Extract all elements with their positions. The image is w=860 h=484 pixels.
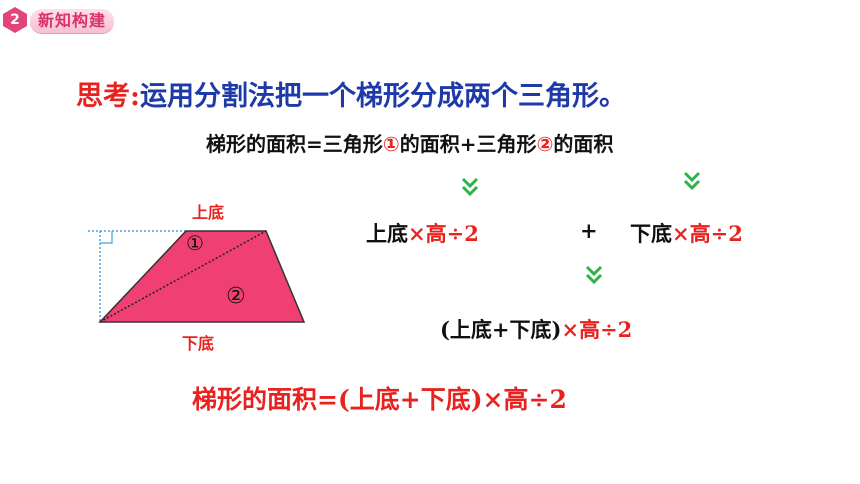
formula-part2: 的面积+三角形 (399, 132, 537, 156)
base-sum-term: (上底+下底) (440, 317, 562, 342)
divide-two: ÷2 (710, 221, 743, 246)
triangle-1-label: ① (186, 231, 204, 255)
times-sign: × (672, 221, 690, 246)
height-term: 高 (689, 221, 711, 246)
section-title: 新知构建 (30, 9, 115, 33)
height-term: 高 (425, 221, 447, 246)
think-prompt: 思考:运用分割法把一个梯形分成两个三角形。 (76, 74, 626, 113)
right-angle-marker (100, 231, 113, 244)
top-base-term: 上底 (366, 221, 408, 246)
down-arrow-icon (682, 170, 702, 192)
divide-two: ÷2 (446, 221, 479, 246)
triangle-2-marker: ② (536, 132, 554, 156)
triangle-2-label: ② (226, 284, 246, 309)
triangle-1-area-expr: 上底×高÷2 (366, 218, 479, 248)
diagonal-line (99, 230, 267, 323)
formula-part3: 的面积 (553, 132, 614, 156)
triangle-2-area-expr: 下底×高÷2 (630, 218, 743, 248)
combined-area-expr: (上底+下底)×高÷2 (440, 314, 632, 344)
trapezoid-shape (98, 230, 306, 323)
hexagon-icon (3, 7, 27, 33)
down-arrow-icon (460, 176, 480, 198)
area-sum-formula: 梯形的面积=三角形①的面积+三角形②的面积 (206, 128, 613, 157)
final-trapezoid-formula: 梯形的面积=(上底+下底)×高÷2 (192, 385, 567, 414)
think-label: 思考: (76, 81, 140, 112)
bottom-base-term: 下底 (630, 221, 672, 246)
section-number: 2 (10, 12, 20, 28)
down-arrow-icon (584, 264, 604, 286)
top-base-label: 上底 (192, 203, 225, 222)
triangle-1-marker: ① (382, 132, 400, 156)
trapezoid-figure: ① ② (88, 230, 306, 323)
plus-sign: + (580, 218, 598, 243)
formula-part1: 梯形的面积=三角形 (206, 132, 383, 156)
times-sign: × (561, 317, 580, 342)
times-sign: × (408, 221, 426, 246)
bottom-base-label: 下底 (182, 334, 215, 353)
divide-two: ÷2 (600, 317, 633, 342)
section-header: 2 新知构建 (0, 4, 150, 38)
think-text: 运用分割法把一个梯形分成两个三角形。 (139, 81, 626, 112)
height-term: 高 (579, 317, 601, 342)
